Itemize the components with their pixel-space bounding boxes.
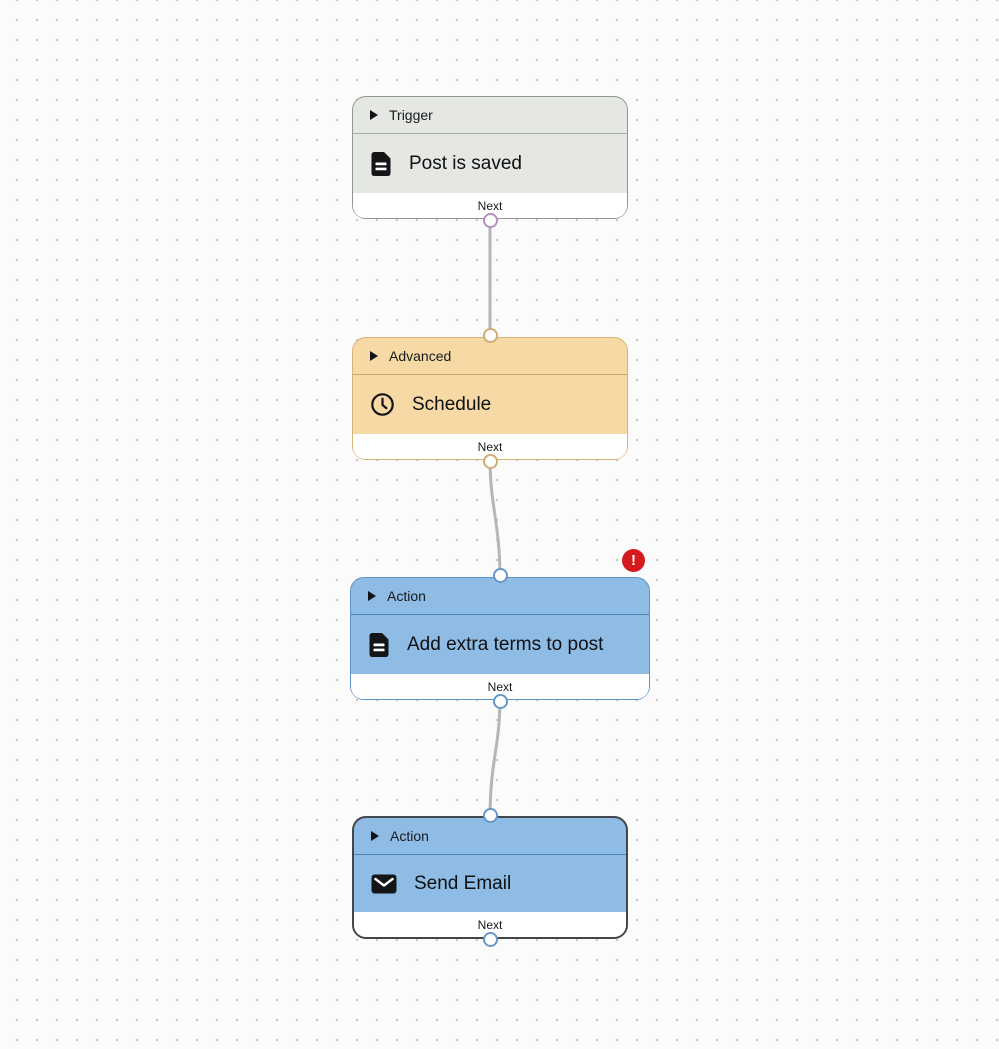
node-title: Add extra terms to post [407, 633, 604, 655]
input-port[interactable] [482, 328, 498, 343]
node-body[interactable]: Send Email [354, 855, 626, 912]
error-glyph: ! [631, 552, 636, 569]
node-type-label: Action [390, 828, 429, 844]
node-title: Post is saved [409, 152, 522, 174]
next-label: Next [487, 679, 513, 694]
node-title: Send Email [414, 872, 512, 894]
input-port[interactable] [492, 568, 508, 583]
edge-advanced-to-action[interactable] [488, 454, 502, 582]
node-type-label: Trigger [389, 107, 433, 123]
edge-action-to-sendemail[interactable] [488, 694, 502, 822]
error-badge[interactable]: ! [622, 549, 645, 572]
node-body[interactable]: Add extra terms to post [351, 615, 649, 674]
collapse-triangle-icon[interactable] [371, 831, 379, 841]
next-label: Next [477, 917, 503, 932]
node-trigger-post-is-saved[interactable]: Trigger Post is saved Next [352, 96, 628, 228]
clock-icon [370, 392, 395, 417]
output-port[interactable] [482, 932, 498, 947]
collapse-triangle-icon[interactable] [368, 591, 376, 601]
output-port[interactable] [482, 454, 498, 469]
node-advanced-schedule[interactable]: Advanced Schedule Next [352, 328, 628, 469]
node-header[interactable]: Trigger [353, 97, 627, 134]
node-title: Schedule [412, 393, 492, 415]
document-icon [368, 632, 390, 658]
node-header[interactable]: Action [354, 818, 626, 855]
next-label: Next [477, 439, 503, 454]
node-type-label: Advanced [389, 348, 452, 364]
input-port[interactable] [482, 808, 498, 823]
output-port[interactable] [492, 694, 508, 709]
email-icon [371, 874, 397, 894]
node-action-send-email[interactable]: Action Send Email Next [352, 808, 628, 947]
node-body[interactable]: Post is saved [353, 134, 627, 193]
node-type-label: Action [387, 588, 426, 604]
output-port[interactable] [482, 213, 498, 228]
node-action-add-extra-terms[interactable]: ! Action Add extra terms to post Next [350, 549, 650, 709]
collapse-triangle-icon[interactable] [370, 110, 378, 120]
node-body[interactable]: Schedule [353, 375, 627, 434]
node-header[interactable]: Action [351, 578, 649, 615]
document-icon [370, 151, 392, 177]
node-header[interactable]: Advanced [353, 338, 627, 375]
collapse-triangle-icon[interactable] [370, 351, 378, 361]
next-label: Next [477, 198, 503, 213]
